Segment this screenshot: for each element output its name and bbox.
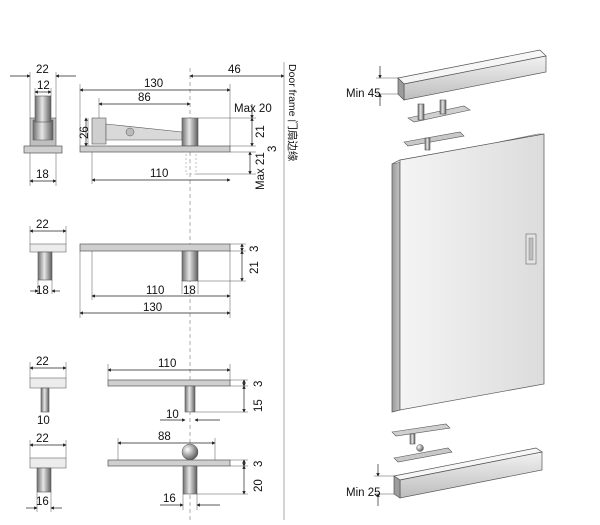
top-frame-bar xyxy=(376,49,547,106)
dim-bot-3: 3 xyxy=(253,461,265,467)
min-top-label: Min 45 xyxy=(346,88,381,100)
dim-top-side-height: 26 xyxy=(79,126,91,139)
middle-side-view xyxy=(29,226,67,294)
dim-bot-side-width: 22 xyxy=(36,433,49,445)
dim-top-side-inner: 12 xyxy=(37,80,50,92)
dim-top-len-130: 130 xyxy=(144,78,163,90)
door-frame-label: Door frame 门扇边缘 xyxy=(286,64,299,162)
dim-top-len-86: 86 xyxy=(138,92,151,104)
min-bottom-label: Min 25 xyxy=(346,487,381,499)
lower-side-view xyxy=(29,362,67,413)
dim-mid-pin-18: 18 xyxy=(183,285,196,297)
dim-top-21: 21 xyxy=(255,125,267,138)
door-panel xyxy=(391,133,545,413)
dim-bot-pin-16: 16 xyxy=(163,493,176,505)
dim-mid-len-110: 110 xyxy=(146,285,164,297)
dim-mid-side-base: 18 xyxy=(36,285,49,297)
dim-mid-side-width: 22 xyxy=(36,219,49,231)
dim-low-side-base: 10 xyxy=(37,415,50,427)
dim-top-max20: Max 20 xyxy=(234,103,272,115)
dim-top-len-110: 110 xyxy=(150,168,168,180)
top-front-view xyxy=(79,74,285,184)
dim-low-3: 3 xyxy=(253,381,265,387)
dim-low-side-width: 22 xyxy=(36,356,49,368)
dim-low-pin-10: 10 xyxy=(166,409,179,421)
dim-bot-20: 20 xyxy=(253,479,265,492)
bottom-frame-bar xyxy=(374,447,543,506)
top-hinge-assembly xyxy=(403,99,471,151)
dim-mid-21: 21 xyxy=(249,261,261,274)
dim-top-side-width: 22 xyxy=(36,64,49,76)
top-side-view xyxy=(10,72,76,186)
dim-bot-side-base: 16 xyxy=(36,496,49,508)
bottom-hinge-assembly xyxy=(391,423,453,463)
dim-top-max21: Max 21 xyxy=(255,152,267,190)
dim-bot-len-88: 88 xyxy=(158,431,171,443)
dim-low-len-110: 110 xyxy=(158,358,176,370)
lower-front-view xyxy=(107,364,248,422)
dim-mid-len-130: 130 xyxy=(143,302,162,314)
dim-top-3: 3 xyxy=(267,146,279,152)
dim-top-len-46: 46 xyxy=(228,64,241,76)
bottom-front-view xyxy=(107,438,248,510)
dim-low-15: 15 xyxy=(253,399,265,412)
dim-mid-3: 3 xyxy=(249,246,261,252)
dim-top-side-base: 18 xyxy=(36,169,49,181)
bottom-side-view xyxy=(26,440,67,512)
middle-front-view xyxy=(79,243,246,318)
